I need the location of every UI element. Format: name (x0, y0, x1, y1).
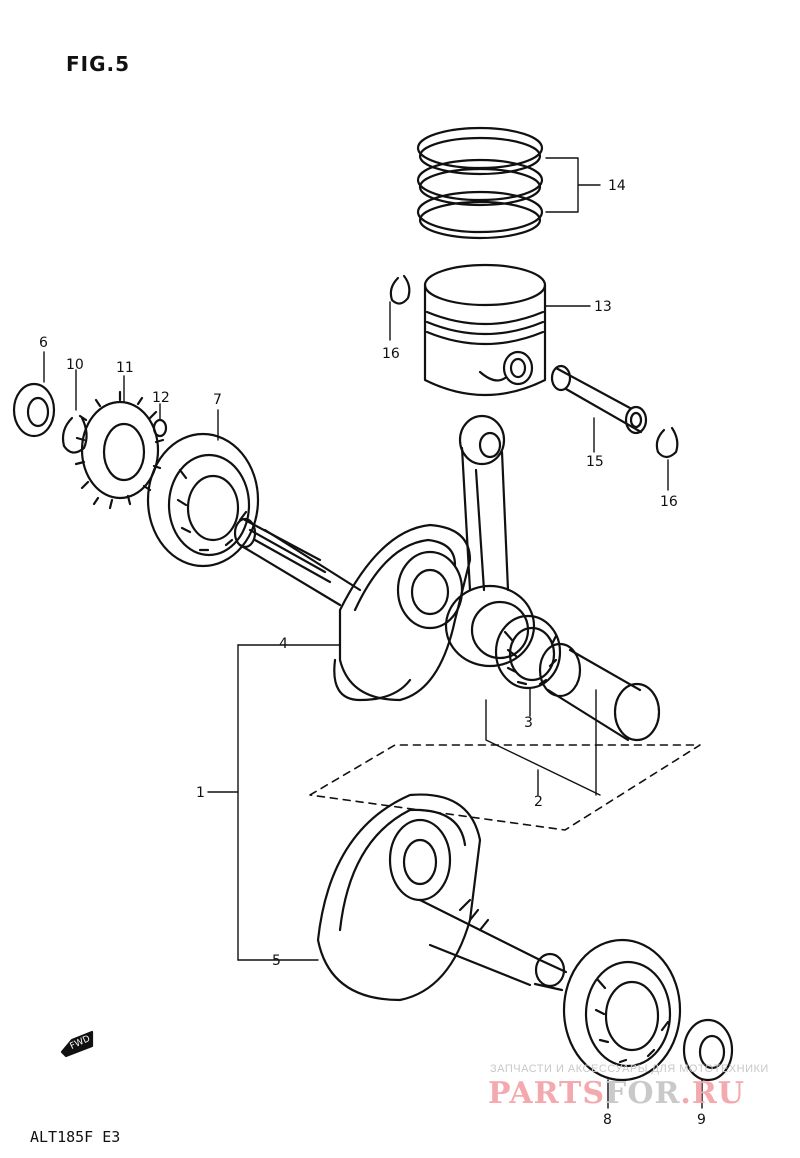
crank-pin (538, 642, 661, 742)
oil-seal-right (682, 1018, 734, 1082)
fwd-arrow-icon (60, 1030, 94, 1058)
watermark-brand-a: PARTS (488, 1076, 606, 1111)
callout-1: 1 (196, 785, 205, 801)
woodruff-key (152, 418, 168, 438)
exploded-outline (309, 744, 701, 831)
piston-pin (550, 364, 648, 435)
callout-12: 12 (152, 390, 170, 406)
model-code: ALT185F E3 (30, 1128, 121, 1146)
callout-14: 14 (608, 178, 626, 194)
main-bearing-right (562, 938, 682, 1082)
callout-3: 3 (524, 715, 533, 731)
leader-lines (43, 157, 703, 1109)
callout-2: 2 (534, 794, 543, 810)
callout-15: 15 (586, 454, 604, 470)
piston (423, 263, 547, 397)
callout-16-upper: 16 (382, 346, 400, 362)
callout-5: 5 (272, 953, 281, 969)
watermark-logo: PARTSFOR.RU (488, 1076, 745, 1111)
needle-bearing (494, 614, 562, 690)
circlip-upper (389, 274, 411, 305)
connecting-rod (444, 414, 536, 668)
timing-gear (74, 390, 165, 510)
callout-11: 11 (116, 360, 134, 376)
watermark-brand-c: .RU (680, 1076, 745, 1111)
callout-10: 10 (66, 357, 84, 373)
callout-7: 7 (213, 392, 222, 408)
callout-13: 13 (594, 299, 612, 315)
watermark-brand-b: FOR (605, 1076, 681, 1111)
circlip-left (61, 416, 88, 454)
piston-rings (416, 126, 544, 240)
watermark-tagline: ЗАПЧАСТИ И АКСЕССУАРЫ ДЛЯ МОТОТЕХНИКИ (490, 1063, 769, 1075)
callout-8: 8 (603, 1112, 612, 1128)
callout-4: 4 (279, 636, 288, 652)
crankshaft-left (233, 517, 472, 702)
figure-title: FIG.5 (66, 52, 131, 76)
callout-6: 6 (39, 335, 48, 351)
callout-9: 9 (697, 1112, 706, 1128)
callout-16-lower: 16 (660, 494, 678, 510)
circlip-lower (655, 426, 679, 459)
oil-seal-left (12, 382, 56, 438)
main-bearing-left (146, 432, 260, 568)
crankshaft-right (316, 793, 568, 1002)
